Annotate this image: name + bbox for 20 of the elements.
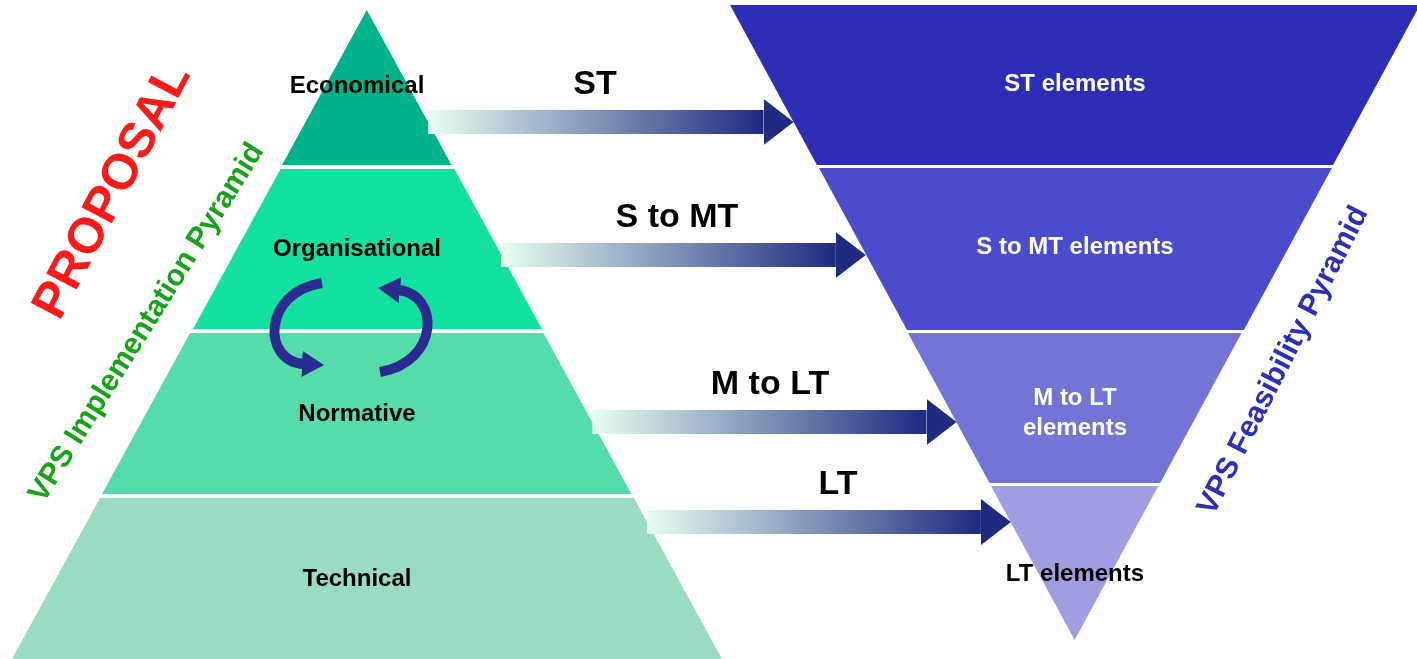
layer-label: Organisational xyxy=(272,233,441,263)
edge-label: M to LT xyxy=(710,362,830,402)
edge-label: S to MT xyxy=(615,195,739,235)
pyramid-layer xyxy=(730,5,1417,165)
curved-arrow xyxy=(378,277,433,377)
layer-label: LT elements xyxy=(1005,558,1145,588)
layer-label: M to LT elements xyxy=(1021,382,1128,442)
pyramid-layer xyxy=(991,486,1159,640)
pyramid-layer xyxy=(282,10,452,165)
layer-label: Technical xyxy=(302,563,412,593)
edge-label: LT xyxy=(818,462,858,502)
layer-label: Normative xyxy=(298,398,416,428)
block-arrow xyxy=(501,232,866,278)
layer-label: S to MT elements xyxy=(976,231,1174,261)
block-arrow xyxy=(428,99,794,145)
block-arrow xyxy=(647,499,1011,545)
edge-label: ST xyxy=(573,62,617,102)
block-arrow xyxy=(592,399,957,445)
layer-label: ST elements xyxy=(1004,68,1146,98)
pyramid-layer xyxy=(12,498,722,659)
